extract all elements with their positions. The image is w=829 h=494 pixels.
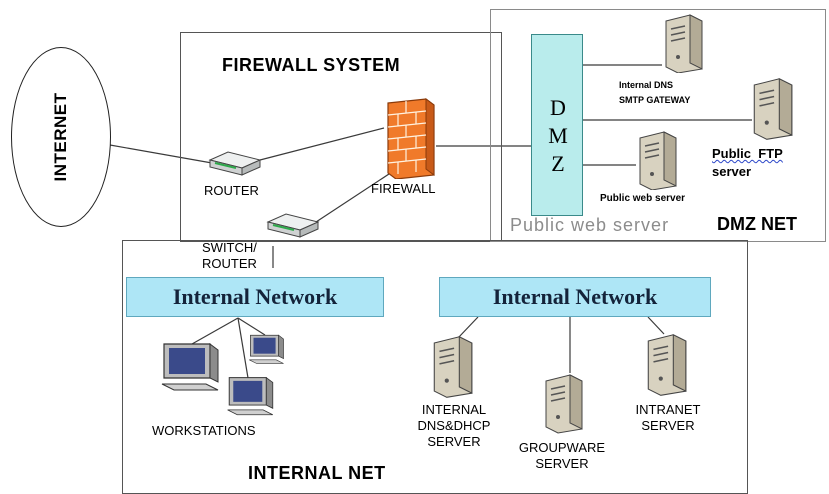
dns-smtp-label-line2: SMTP GATEWAY — [619, 95, 691, 105]
firewall-label: FIREWALL — [371, 181, 436, 196]
dns-smtp-label-line1: Internal DNS — [619, 80, 674, 90]
dmz-net-title: DMZ NET — [717, 214, 797, 234]
dns-dhcp-label-line1: INTERNAL — [421, 402, 487, 417]
internal-network-banner-right: Internal Network — [439, 277, 711, 317]
workstation-icon — [161, 343, 219, 391]
firewall-system-box — [180, 32, 502, 242]
dmz-watermark-text: Public web server — [510, 215, 670, 235]
server-icon — [545, 374, 583, 434]
server-icon — [647, 333, 687, 396]
workstation-icon — [227, 376, 274, 416]
switch-icon — [266, 213, 320, 238]
server-icon — [753, 77, 793, 140]
internet-cloud — [11, 47, 111, 227]
link-router-firewall — [259, 127, 385, 161]
router-icon — [208, 151, 262, 176]
link-internet-router — [109, 144, 213, 164]
firewall-system-title: FIREWALL SYSTEM — [222, 55, 401, 75]
internet-label: INTERNET — [51, 92, 70, 182]
link-banner-dns — [457, 316, 479, 339]
workstation-icon — [249, 334, 284, 364]
groupware-label-line1: GROUPWARE — [518, 440, 606, 455]
internal-net-title: INTERNAL NET — [248, 463, 386, 483]
link-ws-3 — [237, 317, 249, 379]
link-banner-intranet — [647, 316, 665, 335]
dmz-letter-z: Z — [551, 151, 565, 176]
dmz-letter-d: D — [550, 95, 566, 120]
router-label: ROUTER — [204, 183, 259, 198]
ftp-label-line2: server — [712, 164, 752, 179]
web-server-label: Public web server — [600, 193, 686, 204]
intranet-label-line1: INTRANET — [635, 402, 701, 417]
server-icon — [433, 335, 473, 398]
server-icon — [665, 14, 703, 73]
link-ws-2 — [237, 317, 266, 336]
internal-network-banner-left: Internal Network — [126, 277, 384, 317]
dns-dhcp-label-line2: DNS&DHCP — [417, 418, 491, 433]
groupware-label-line2: SERVER — [535, 456, 589, 471]
intranet-label-line2: SERVER — [641, 418, 695, 433]
dmz-net-box — [490, 9, 826, 242]
switch-router-label-line1: SWITCH/ — [202, 240, 257, 255]
link-ws-1 — [191, 317, 239, 345]
workstations-label: WORKSTATIONS — [152, 423, 256, 438]
firewall-brick-icon — [387, 98, 435, 179]
ftp-label-line1: Public FTP — [712, 146, 783, 161]
dns-dhcp-label-line3: SERVER — [427, 434, 481, 449]
dmz-letter-m: M — [548, 123, 568, 148]
server-icon — [639, 131, 677, 190]
switch-router-label-line2: ROUTER — [202, 256, 257, 271]
dmz-bar: D M Z — [531, 34, 583, 216]
link-switch-firewall — [315, 171, 393, 223]
